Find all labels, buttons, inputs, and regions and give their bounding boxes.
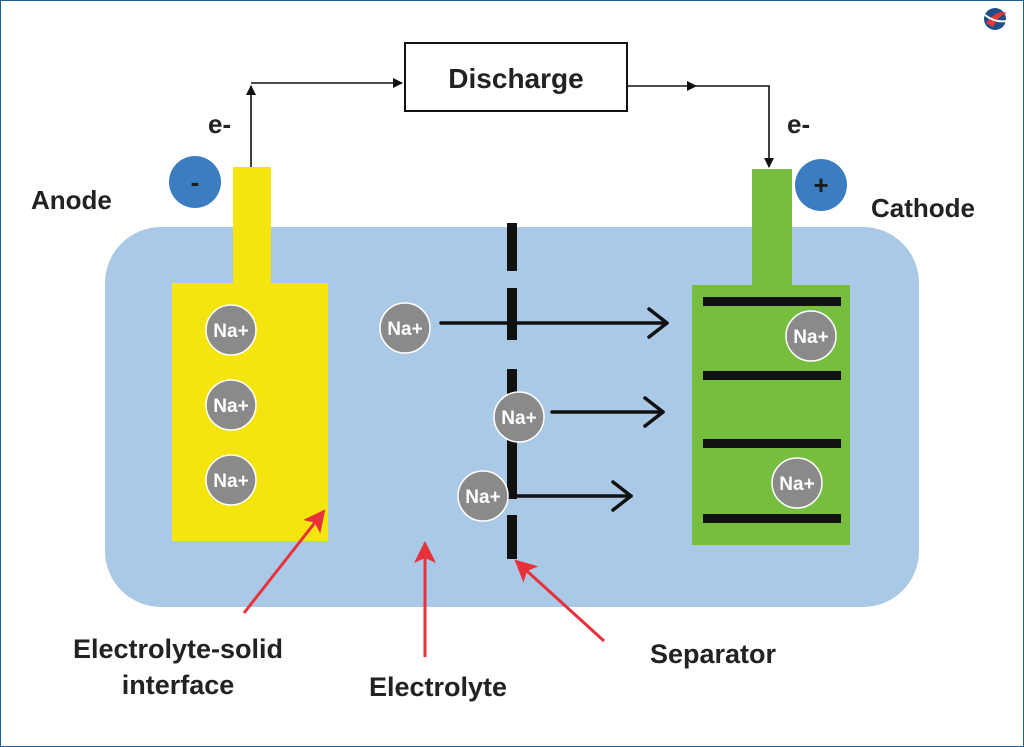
svg-text:Na+: Na+: [387, 319, 422, 340]
cathode-label: Cathode: [871, 193, 975, 223]
ion-flow-arrows: [439, 307, 669, 512]
ion-arrow-head: [611, 480, 633, 512]
sodium-ion: Na+: [493, 391, 545, 443]
svg-text:Na+: Na+: [213, 471, 248, 492]
svg-text:Na+: Na+: [793, 327, 828, 348]
cathode-electrode: [692, 169, 850, 545]
positive-terminal-icon: +: [795, 159, 847, 211]
interface-label: Electrolyte-solid: [73, 634, 283, 664]
cathode-layer: [703, 371, 841, 380]
svg-text:Na+: Na+: [501, 408, 536, 429]
ion-arrow-head: [647, 307, 669, 339]
sodium-ion: Na+: [771, 457, 823, 509]
separator-pointer: [514, 559, 606, 643]
sodium-ion: Na+: [205, 379, 257, 431]
interface-pointer: [242, 509, 326, 614]
svg-text:Na+: Na+: [213, 396, 248, 417]
interface-label-line2: interface: [122, 670, 235, 700]
svg-text:Na+: Na+: [779, 474, 814, 495]
ion-arrow-head: [643, 396, 665, 428]
svg-text:Na+: Na+: [213, 321, 248, 342]
electron-label-left: e-: [208, 109, 231, 139]
cathode-layer: [703, 514, 841, 523]
sodium-ion: Na+: [205, 304, 257, 356]
cathode-wire: [696, 85, 774, 168]
anode-label: Anode: [31, 185, 112, 215]
cathode-layer: [703, 297, 841, 306]
svg-text:+: +: [813, 170, 828, 200]
globe-logo-icon: [984, 8, 1008, 30]
negative-terminal-icon: -: [169, 156, 221, 208]
svg-text:-: -: [191, 167, 200, 197]
sodium-ion: Na+: [205, 454, 257, 506]
electrolyte-label: Electrolyte: [369, 672, 507, 702]
sodium-ion: Na+: [379, 302, 431, 354]
sodium-ion: Na+: [785, 310, 837, 362]
sodium-ion: Na+: [457, 470, 509, 522]
electron-label-right: e-: [787, 109, 810, 139]
separator-label: Separator: [650, 639, 777, 669]
cathode-layer: [703, 439, 841, 448]
pointer-arrows: [242, 509, 606, 657]
discharge-label: Discharge: [448, 63, 583, 94]
external-circuit: [246, 78, 774, 168]
discharge-box: [404, 42, 628, 112]
svg-text:Na+: Na+: [465, 487, 500, 508]
